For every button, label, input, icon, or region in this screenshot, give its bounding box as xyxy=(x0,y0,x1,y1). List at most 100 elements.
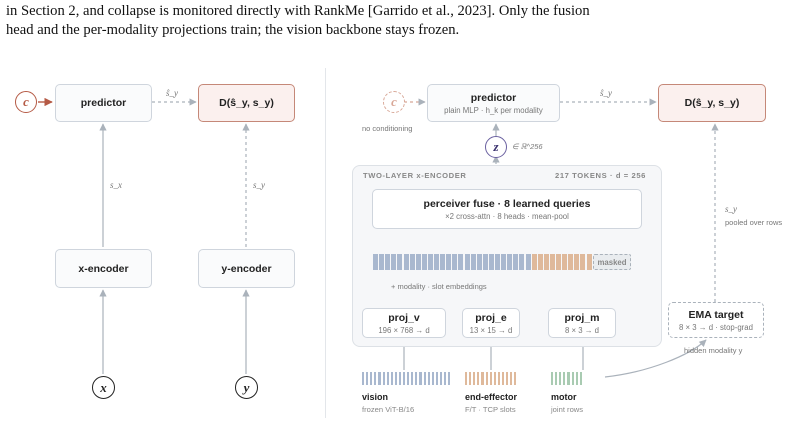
proj-v-sub: 196 × 768 → d xyxy=(378,325,430,335)
perceiver-title: perceiver fuse · 8 learned queries xyxy=(423,197,591,210)
end-effector-strip-bar xyxy=(477,372,480,385)
perceiver-sub: ×2 cross-attn · 8 heads · mean-pool xyxy=(445,211,569,221)
x-encoder-label: x-encoder xyxy=(78,262,129,275)
proj-v-box: proj_v 196 × 768 → d xyxy=(362,308,446,338)
end-effector-strip-bar xyxy=(493,372,496,385)
end-effector-strip-bar xyxy=(497,372,500,385)
vision-token xyxy=(452,254,458,270)
masked-label: masked xyxy=(597,257,627,267)
condition-node-disabled: c xyxy=(383,91,405,113)
end-effector-token xyxy=(556,254,561,270)
sy-label: s_y xyxy=(253,180,265,190)
vision-strip-bar xyxy=(362,372,365,385)
vision-strip-bar xyxy=(415,372,418,385)
vision-strip-bar xyxy=(427,372,430,385)
vision-token xyxy=(415,254,421,270)
sy-hat-label: ŝ_y xyxy=(166,88,178,98)
paragraph-line-2: head and the per-modality projections tr… xyxy=(6,21,460,38)
proj-e-title: proj_e xyxy=(475,311,507,324)
vision-label: vision xyxy=(362,392,389,402)
vision-token xyxy=(446,254,452,270)
vision-token xyxy=(397,254,403,270)
end-effector-sub: F/T · TCP slots xyxy=(465,405,516,414)
motor-strip-bar xyxy=(567,372,570,385)
end-effector-strip-bar xyxy=(506,372,509,385)
end-effector-label: end-effector xyxy=(465,392,518,402)
end-effector-strip-bar xyxy=(481,372,484,385)
predictor-mlp-box: predictor plain MLP · h_k per modality xyxy=(427,84,560,122)
end-effector-strip-bar xyxy=(465,372,468,385)
sy-hat-label-right: ŝ_y xyxy=(600,88,612,98)
vision-token xyxy=(458,254,464,270)
y-node: y xyxy=(235,376,258,399)
vision-token xyxy=(464,254,470,270)
vision-strip-bar xyxy=(394,372,397,385)
z-label: z xyxy=(493,139,499,154)
end-effector-token xyxy=(531,254,537,270)
x-label: x xyxy=(100,379,107,395)
vision-sub: frozen ViT-B/16 xyxy=(362,405,415,414)
vision-token xyxy=(403,254,409,270)
proj-m-title: proj_m xyxy=(564,311,600,324)
sx-label: s_x xyxy=(110,180,122,190)
y-encoder-box: y-encoder xyxy=(198,249,295,288)
vision-strip-bar xyxy=(366,372,369,385)
encoder-title: TWO-LAYER x-ENCODER xyxy=(363,171,467,180)
end-effector-strip-bar xyxy=(514,372,517,385)
proj-m-box: proj_m 8 × 3 → d xyxy=(548,308,616,338)
proj-v-title: proj_v xyxy=(388,311,420,324)
vision-token xyxy=(525,254,531,270)
vision-token xyxy=(421,254,427,270)
vision-token xyxy=(501,254,507,270)
end-effector-token xyxy=(580,254,586,270)
predictor-label: predictor xyxy=(80,97,127,109)
vision-strip-bar xyxy=(370,372,373,385)
end-effector-token xyxy=(549,254,555,270)
vision-strip-bar xyxy=(386,372,389,385)
x-node: x xyxy=(92,376,115,399)
vision-strip-bar xyxy=(374,372,377,385)
masked-tokens: masked xyxy=(593,254,631,270)
condition-node-c: c xyxy=(15,91,37,113)
vision-strip-bar xyxy=(435,372,438,385)
vision-strip-bar xyxy=(411,372,414,385)
embeddings-label: + modality · slot embeddings xyxy=(391,282,487,291)
motor-strip-bar xyxy=(555,372,558,385)
end-effector-token xyxy=(537,254,543,270)
motor-strip-bar xyxy=(571,372,574,385)
motor-strip-bar xyxy=(575,372,578,385)
motor-label: motor xyxy=(551,392,577,402)
x-encoder-box: x-encoder xyxy=(55,249,152,288)
motor-strip-bar xyxy=(559,372,562,385)
motor-strip-bar xyxy=(563,372,566,385)
ema-sub: 8 × 3 → d · stop-grad xyxy=(679,322,753,332)
end-effector-token xyxy=(543,254,549,270)
end-effector-token xyxy=(568,254,574,270)
paper-paragraph: in Section 2, and collapse is monitored … xyxy=(6,2,798,39)
distance-label: D(ŝ_y, s_y) xyxy=(219,97,274,109)
vision-token xyxy=(507,254,513,270)
end-effector-strip-bar xyxy=(485,372,488,385)
end-effector-token xyxy=(562,254,568,270)
sy-label-right: s_y xyxy=(725,204,737,214)
vision-strip-bar xyxy=(382,372,385,385)
vision-token xyxy=(391,254,397,270)
end-effector-token xyxy=(574,254,580,270)
end-effector-strip-bar xyxy=(473,372,476,385)
end-effector-strip-bar xyxy=(510,372,513,385)
vision-strip-bar xyxy=(448,372,451,385)
no-conditioning-label: no conditioning xyxy=(362,124,413,133)
distance-label-right: D(ŝ_y, s_y) xyxy=(684,97,740,109)
vision-strip-bar xyxy=(419,372,422,385)
end-effector-token xyxy=(586,254,592,270)
vision-token xyxy=(440,254,446,270)
vision-strip-bar xyxy=(390,372,393,385)
proj-e-sub: 13 × 15 → d xyxy=(469,325,513,335)
condition-label: c xyxy=(23,94,29,109)
predictor-mlp-title: predictor xyxy=(470,91,517,104)
vision-token xyxy=(379,254,385,270)
end-effector-strip-bar xyxy=(469,372,472,385)
z-node: z xyxy=(485,136,507,158)
vision-token xyxy=(482,254,488,270)
vision-token xyxy=(409,254,415,270)
